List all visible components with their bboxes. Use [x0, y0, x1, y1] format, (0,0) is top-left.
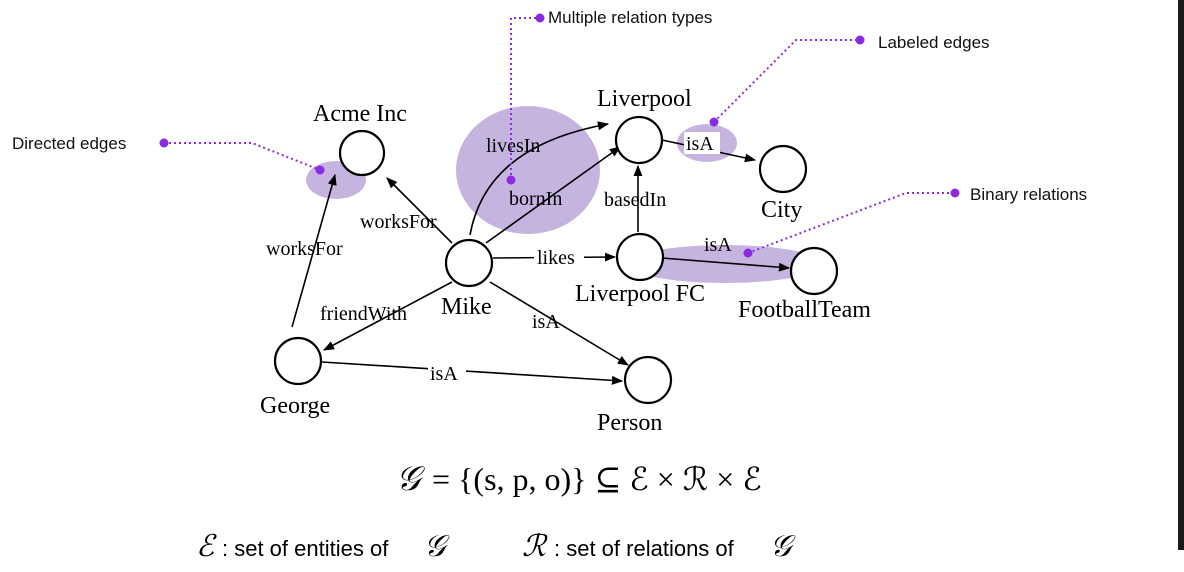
- edge-label-based-in: basedIn: [604, 189, 666, 211]
- dot-labeled-edges-start: [709, 117, 719, 127]
- formula-main: 𝒢 = {(s, p, o)} ⊆ ℰ × ℛ × ℰ: [396, 461, 762, 498]
- annotation-binary-relations: Binary relations: [970, 185, 1087, 204]
- node-football-team: [789, 246, 839, 296]
- edge-is-a-george: [321, 361, 624, 385]
- annotation-labeled-edges: Labeled edges: [878, 33, 990, 52]
- node-label-acme: Acme Inc: [313, 101, 407, 127]
- formula-relations: ℛ : set of relations of 𝒢: [522, 530, 796, 563]
- edge-label-is-a-city: isA: [686, 133, 714, 155]
- leader-labeled-edges: [713, 39, 860, 123]
- dot-directed-edges-end: [315, 165, 325, 175]
- formula-entities-text: : set of entities of: [222, 536, 389, 561]
- dot-binary-relations-start: [743, 248, 753, 258]
- leader-binary-relations: [747, 192, 955, 254]
- dot-directed-edges-start: [159, 138, 169, 148]
- node-label-liverpool-fc: Liverpool FC: [575, 281, 705, 307]
- edge-label-is-a-george: isA: [430, 363, 458, 385]
- edge-is-a-team: [661, 257, 791, 272]
- node-label-football-team: FootballTeam: [738, 297, 871, 323]
- formula-entities: ℰ : set of entities of 𝒢: [196, 530, 450, 563]
- edge-label-works-for-george: worksFor: [266, 238, 343, 260]
- edge-label-born-in: bornIn: [509, 188, 562, 210]
- node-label-george: George: [260, 393, 330, 419]
- edge-born-in: [485, 146, 621, 244]
- dot-multiple-relation-types-start: [506, 175, 516, 185]
- node-label-city: City: [761, 197, 802, 223]
- formula-relations-text: : set of relations of: [554, 536, 735, 561]
- multiple-relation-types-highlight: [456, 106, 600, 234]
- formula-main-lhs: 𝒢: [396, 461, 425, 498]
- node-city: [758, 144, 808, 194]
- node-liverpool-fc: [615, 232, 665, 282]
- node-label-person: Person: [597, 410, 662, 436]
- node-george: [273, 336, 323, 386]
- edge-label-likes: likes: [537, 247, 575, 269]
- node-acme: [338, 129, 386, 177]
- formula-relations-g: 𝒢: [770, 530, 796, 563]
- formula-entities-symbol: ℰ: [196, 530, 217, 563]
- edge-friend-with: [323, 281, 453, 351]
- edge-label-is-a-team: isA: [704, 234, 732, 256]
- edge-lives-in: [469, 121, 610, 236]
- node-mike: [444, 238, 494, 288]
- edge-is-a-mike: [489, 281, 629, 366]
- edge-works-for-george: [291, 173, 337, 328]
- annotation-multiple-relation-types: Multiple relation types: [548, 8, 712, 27]
- edge-label-is-a-mike: isA: [532, 311, 560, 333]
- dot-labeled-edges-end: [855, 35, 865, 45]
- node-label-liverpool: Liverpool: [597, 86, 692, 112]
- window-edge-bar: [1178, 0, 1184, 550]
- dot-multiple-relation-types-end: [535, 13, 545, 23]
- edge-label-lives-in: livesIn: [486, 135, 540, 157]
- node-label-mike: Mike: [441, 294, 492, 320]
- leader-multiple-relation-types: [510, 17, 540, 180]
- edge-label-friend-with: friendWith: [320, 303, 407, 325]
- formula-relations-symbol: ℛ: [522, 530, 548, 563]
- node-person: [623, 355, 673, 405]
- formula-main-rhs: = {(s, p, o)} ⊆ ℰ × ℛ × ℰ: [432, 461, 762, 497]
- annotation-directed-edges: Directed edges: [12, 134, 126, 153]
- leader-directed-edges: [164, 142, 321, 171]
- node-liverpool: [614, 115, 664, 165]
- edge-label-works-for-mike: worksFor: [360, 211, 437, 233]
- edge-works-for-mike: [386, 177, 453, 244]
- binary-relations-highlight: [627, 245, 823, 283]
- formula-entities-g: 𝒢: [424, 530, 450, 563]
- dot-binary-relations-end: [950, 188, 960, 198]
